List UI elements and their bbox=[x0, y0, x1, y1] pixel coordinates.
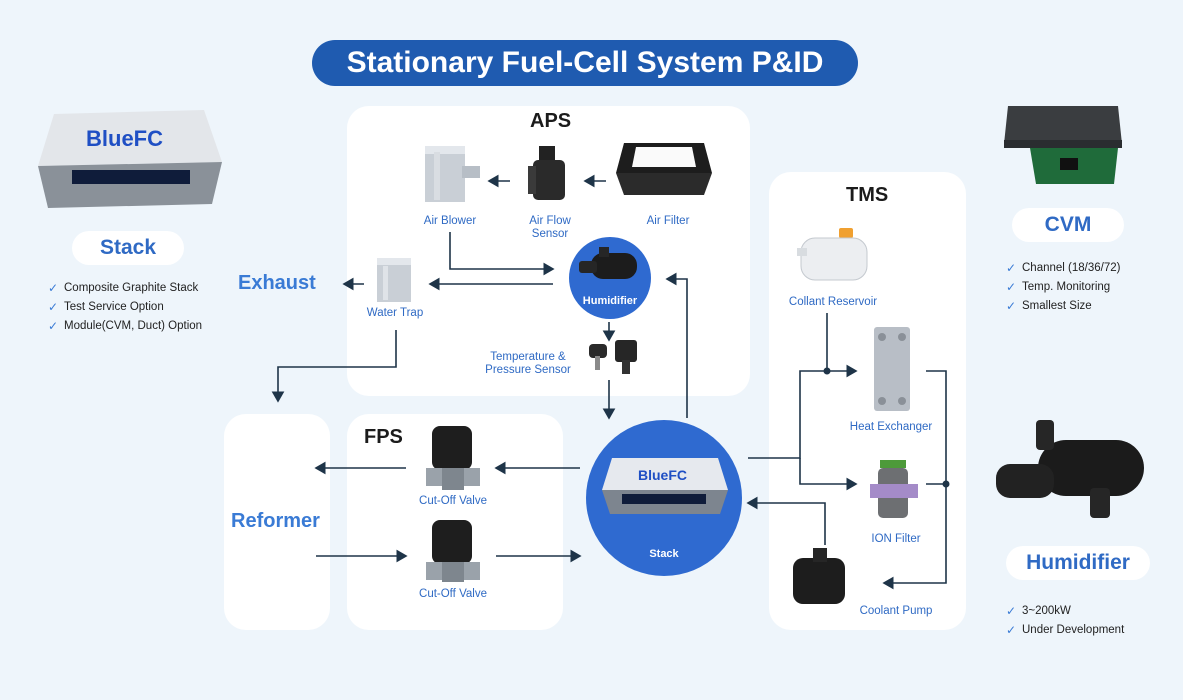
coolant-reservoir-image bbox=[797, 228, 868, 281]
fps-heading: FPS bbox=[364, 426, 403, 448]
check-icon: ✓ bbox=[1006, 299, 1017, 313]
reformer-panel bbox=[224, 414, 330, 630]
air-filter-label: Air Filter bbox=[646, 215, 690, 227]
water-trap-image bbox=[377, 258, 411, 302]
humidifier-label: Humidifier bbox=[582, 295, 638, 307]
cut-off-valve-bottom-label: Cut-Off Valve bbox=[419, 588, 487, 600]
reformer-label: Reformer bbox=[231, 510, 320, 532]
stack-product-image: BlueFC bbox=[38, 110, 222, 208]
line-watertrap-to-reformer bbox=[271, 330, 397, 403]
line-stack-to-ionfilter bbox=[799, 458, 858, 491]
air-flow-sensor-label: Air Flow Sensor bbox=[529, 215, 571, 240]
check-icon: ✓ bbox=[1006, 623, 1017, 637]
feature-item: ✓Test Service Option bbox=[48, 298, 248, 317]
feature-item: ✓3~200kW bbox=[1006, 602, 1166, 621]
humidifier-feature-list: ✓3~200kW ✓Under Development bbox=[1006, 602, 1166, 640]
feature-item: ✓Composite Graphite Stack bbox=[48, 279, 248, 298]
coolant-pump-label: Coolant Pump bbox=[859, 605, 933, 617]
temp-pressure-sensor-label: Temperature & Pressure Sensor bbox=[485, 351, 571, 376]
svg-text:BlueFC: BlueFC bbox=[638, 467, 687, 483]
stack-label: Stack bbox=[649, 548, 679, 560]
coolant-pump-image bbox=[793, 548, 845, 604]
tms-heading: TMS bbox=[846, 184, 889, 206]
exhaust-label: Exhaust bbox=[238, 272, 316, 294]
check-icon: ✓ bbox=[1006, 280, 1017, 294]
line-hx-out bbox=[882, 370, 947, 590]
water-trap-label: Water Trap bbox=[366, 307, 424, 319]
cut-off-valve-top-image bbox=[426, 426, 480, 490]
line-stack-to-humidifier bbox=[665, 272, 688, 418]
line-pump-to-stack bbox=[746, 496, 826, 545]
junction-dot bbox=[942, 480, 950, 488]
cut-off-valve-top-label: Cut-Off Valve bbox=[419, 495, 487, 507]
cut-off-valve-bottom-image bbox=[426, 520, 480, 582]
air-blower-image bbox=[425, 146, 480, 202]
check-icon: ✓ bbox=[1006, 261, 1017, 275]
stack-product-name: Stack bbox=[72, 231, 184, 265]
humidifier-product-image bbox=[996, 420, 1144, 518]
page-title: Stationary Fuel-Cell System P&ID bbox=[312, 40, 858, 86]
feature-item: ✓Temp. Monitoring bbox=[1006, 278, 1166, 297]
air-filter-image bbox=[616, 143, 712, 195]
humidifier-image bbox=[579, 247, 637, 279]
check-icon: ✓ bbox=[48, 300, 59, 314]
heat-exchanger-label: Heat Exchanger bbox=[849, 421, 933, 433]
feature-item: ✓Under Development bbox=[1006, 621, 1166, 640]
cvm-product-image bbox=[1004, 106, 1122, 184]
stack-feature-list: ✓Composite Graphite Stack ✓Test Service … bbox=[48, 279, 248, 336]
cvm-product-name: CVM bbox=[1012, 208, 1124, 242]
aps-heading: APS bbox=[530, 110, 572, 132]
humidifier-product-name: Humidifier bbox=[1006, 546, 1150, 580]
ion-filter-label: ION Filter bbox=[871, 533, 921, 545]
cvm-feature-list: ✓Channel (18/36/72) ✓Temp. Monitoring ✓S… bbox=[1006, 259, 1166, 316]
air-blower-label: Air Blower bbox=[423, 215, 477, 227]
feature-item: ✓Module(CVM, Duct) Option bbox=[48, 317, 248, 336]
stack-logo-text: BlueFC bbox=[86, 126, 163, 151]
ion-filter-image bbox=[870, 460, 918, 518]
stack-image: BlueFC bbox=[602, 458, 728, 514]
feature-item: ✓Channel (18/36/72) bbox=[1006, 259, 1166, 278]
feature-item: ✓Smallest Size bbox=[1006, 297, 1166, 316]
temp-pressure-sensor-image bbox=[589, 340, 637, 374]
air-flow-sensor-image bbox=[528, 146, 565, 200]
line-stack-to-tms bbox=[748, 364, 858, 459]
check-icon: ✓ bbox=[48, 281, 59, 295]
check-icon: ✓ bbox=[1006, 604, 1017, 618]
heat-exchanger-image bbox=[874, 327, 910, 411]
check-icon: ✓ bbox=[48, 319, 59, 333]
junction-dot bbox=[823, 367, 831, 375]
line-blower-to-humidifier bbox=[449, 232, 555, 276]
coolant-reservoir-label: Collant Reservoir bbox=[788, 296, 878, 308]
